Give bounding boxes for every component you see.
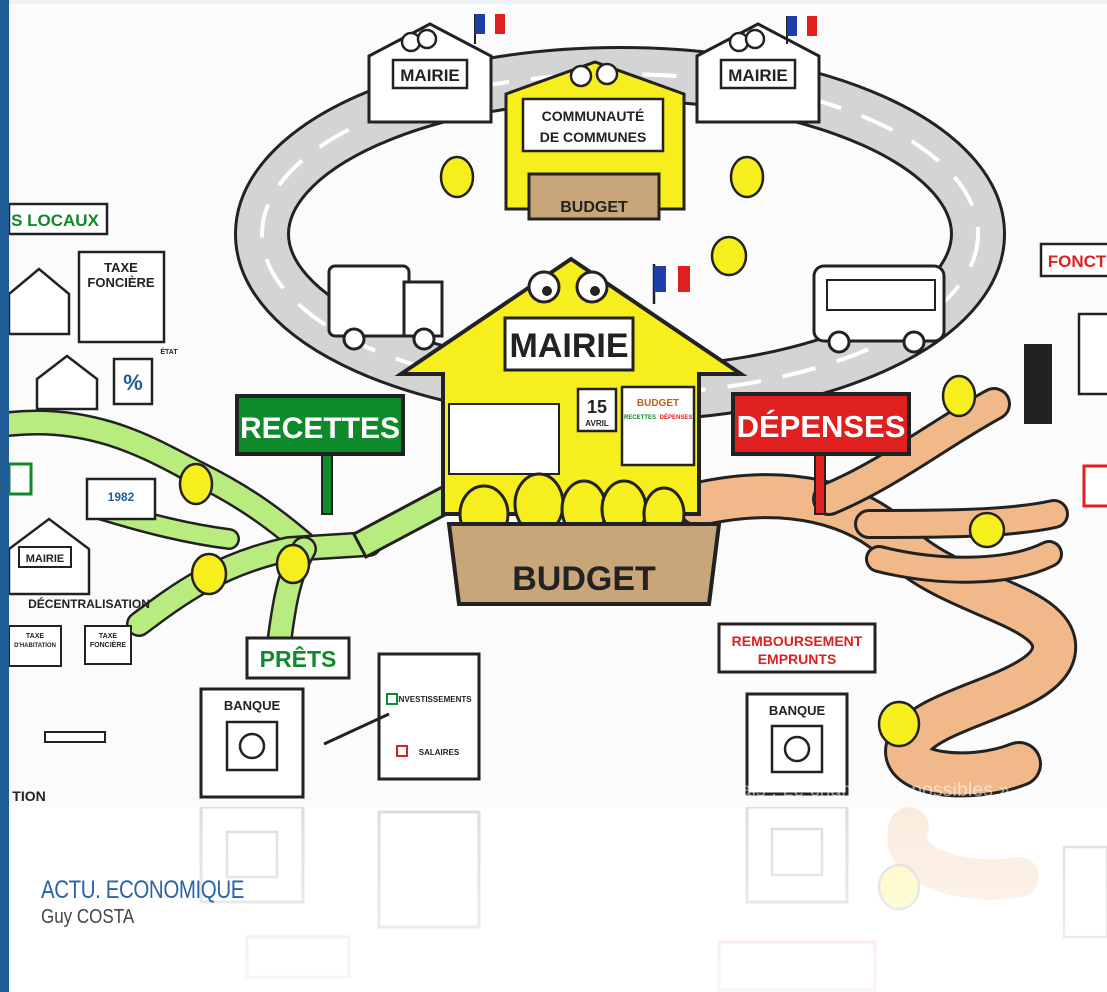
taxe-habitation-line2: D'HABITATION: [14, 643, 56, 649]
mairie-top-right-label: MAIRIE: [728, 66, 788, 85]
mairie-left-label: MAIRIE: [26, 553, 65, 565]
investissements-label: INVESTISSEMENTS: [396, 695, 472, 704]
salaires-label: SALAIRES: [419, 748, 460, 757]
recettes-sign: RECETTES: [235, 394, 405, 515]
bus: [812, 264, 946, 354]
decentralisation-label: DÉCENTRALISATION: [28, 596, 150, 611]
calendar-day: 15: [587, 397, 607, 417]
left-accent-bar: [0, 0, 9, 992]
mairie-main: MAIRIE 15 AVRIL BUDGET RECETTES DÉPENSES: [394, 256, 748, 516]
prets-label: PRÊTS: [260, 645, 337, 672]
reflection-area: [9, 807, 1107, 992]
impots-locaux-area: S LOCAUX TAXE FONCIÈRE % ÉTAT: [9, 202, 178, 496]
budget-board-left: RECETTES: [624, 415, 656, 421]
budget-main-label: BUDGET: [512, 560, 656, 598]
mairie-top-right: MAIRIE: [695, 16, 821, 124]
fonctionnement-area: FONCT: [1024, 242, 1107, 508]
communaute-line2: DE COMMUNES: [540, 129, 647, 145]
top-strip: [9, 0, 1107, 4]
taxe-habitation-line1: TAXE: [26, 633, 44, 640]
banque-left: BANQUE: [199, 687, 305, 799]
remboursement-sign: REMBOURSEMENT EMPRUNTS: [717, 622, 877, 674]
article-category[interactable]: ACTU. ECONOMIQUE: [41, 876, 245, 904]
reflection-fade: [9, 807, 1107, 992]
mairie-top-left-label: MAIRIE: [400, 66, 460, 85]
decentralisation-area: 1982 MAIRIE DÉCENTRALISATION TAXE D'HABI…: [9, 477, 157, 804]
banque-left-label: BANQUE: [224, 698, 281, 713]
presentation-board: INVESTISSEMENTS SALAIRES: [323, 652, 481, 781]
ation-label: TION: [12, 788, 45, 804]
taxe-fonciere-line1: TAXE: [104, 260, 138, 275]
remboursement-line1: REMBOURSEMENT: [732, 633, 863, 649]
fonct-label: FONCT: [1048, 252, 1107, 271]
banque-right-label: BANQUE: [769, 703, 826, 718]
depenses-sign: DÉPENSES: [731, 392, 911, 515]
garbage-truck: [327, 264, 444, 351]
mairie-top-left: MAIRIE: [367, 14, 505, 124]
budget-board-title: BUDGET: [637, 398, 679, 409]
etat-label: ÉTAT: [160, 347, 178, 356]
depenses-label: DÉPENSES: [737, 409, 906, 444]
impots-locaux-label: S LOCAUX: [11, 211, 100, 230]
year-label: 1982: [108, 490, 135, 504]
budget-illustration[interactable]: MAIRIE MAIRIE COMMUNAUTÉ DE COMMUNES BUD…: [9, 4, 1107, 807]
communaute-line1: COMMUNAUTÉ: [542, 108, 645, 124]
communaute-de-communes: COMMUNAUTÉ DE COMMUNES BUDGET: [504, 60, 686, 221]
article-author[interactable]: Guy COSTA: [41, 906, 135, 928]
money-bags-ring: [439, 155, 765, 277]
remboursement-line2: EMPRUNTS: [758, 651, 837, 667]
banque-right: BANQUE: [745, 692, 849, 796]
percent-label: %: [123, 370, 143, 395]
mairie-main-label: MAIRIE: [510, 327, 629, 365]
money-bags-branches: [178, 374, 1006, 748]
taxe-fonciere2-line1: TAXE: [99, 633, 117, 640]
image-caption: Les poulaillers du Gâtinais : Le champ d…: [535, 780, 1010, 801]
taxe-fonciere-line2: FONCIÈRE: [87, 275, 155, 290]
budget-small-label: BUDGET: [560, 199, 628, 216]
budget-board-right: DÉPENSES: [660, 413, 693, 421]
recettes-label: RECETTES: [240, 412, 400, 445]
calendar-month: AVRIL: [585, 419, 609, 428]
budget-basket: BUDGET: [446, 472, 722, 606]
prets-sign: PRÊTS: [245, 636, 351, 680]
taxe-fonciere2-line2: FONCIÈRE: [90, 640, 127, 649]
